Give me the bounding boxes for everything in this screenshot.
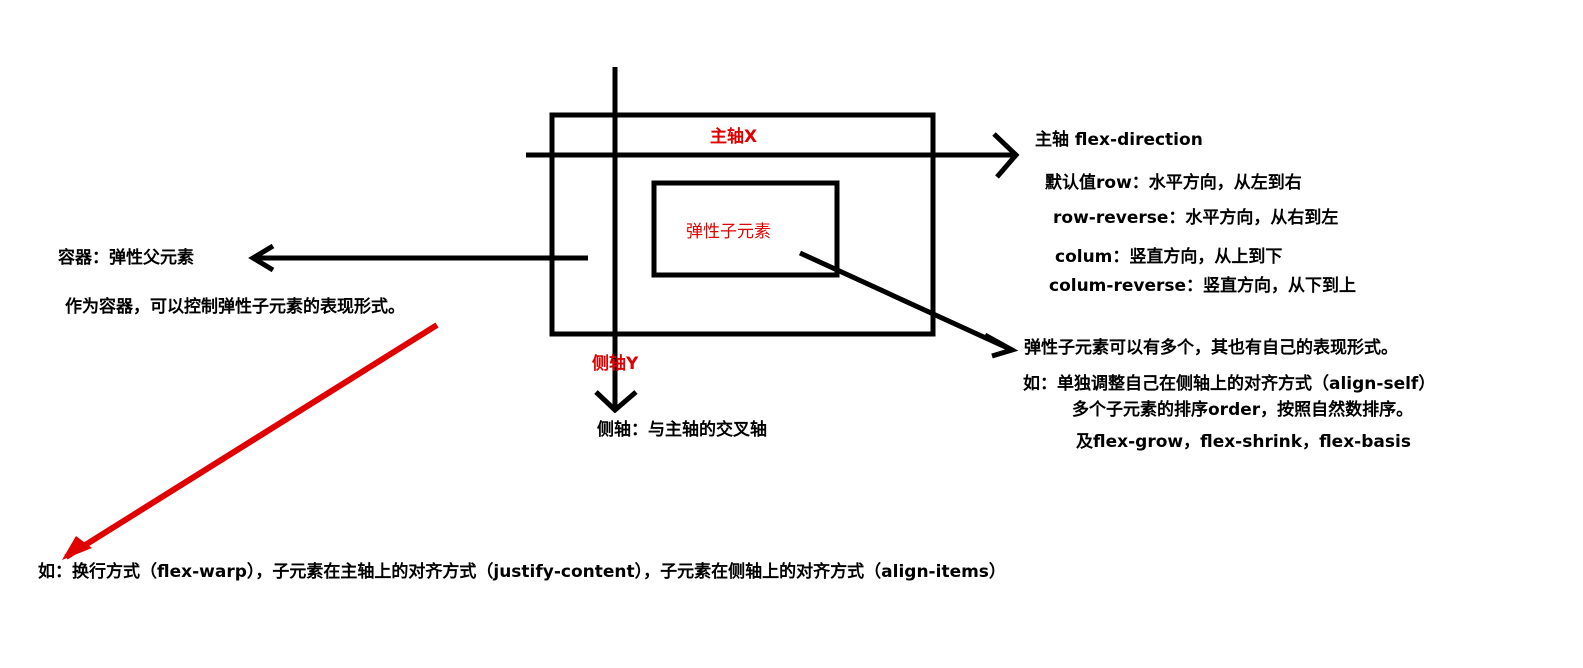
flex-direction-row: 默认值row：水平方向，从左到右 — [1045, 173, 1302, 193]
red-example-arrowhead — [62, 536, 92, 560]
flex-direction-colum: colum：竖直方向，从上到下 — [1055, 247, 1283, 267]
container-title: 容器：弹性父元素 — [58, 248, 194, 268]
child-example-align-self: 如：单独调整自己在侧轴上的对齐方式（align-self） — [1023, 374, 1436, 394]
child-element-label: 弹性子元素 — [686, 222, 771, 242]
cross-axis-description: 侧轴：与主轴的交叉轴 — [597, 420, 767, 440]
child-arrowhead — [983, 332, 1019, 359]
child-example-flex-props: 及flex-grow，flex-shrink，flex-basis — [1076, 432, 1411, 452]
main-axis-arrowhead — [992, 132, 1020, 179]
container-description: 作为容器，可以控制弹性子元素的表现形式。 — [65, 297, 405, 317]
child-element-box — [651, 180, 840, 278]
red-example-arrow-line — [64, 322, 439, 560]
child-arrow-line — [798, 250, 1014, 353]
child-element-title: 弹性子元素可以有多个，其也有自己的表现形式。 — [1024, 338, 1398, 358]
container-example: 如：换行方式（flex-warp），子元素在主轴上的对齐方式（justify-c… — [38, 562, 1006, 582]
flex-direction-colum-reverse: colum-reverse：竖直方向，从下到上 — [1049, 276, 1357, 296]
main-axis-x-label: 主轴X — [710, 127, 758, 147]
flex-direction-row-reverse: row-reverse：水平方向，从右到左 — [1053, 208, 1339, 228]
main-axis-title: 主轴 flex-direction — [1035, 130, 1203, 150]
cross-axis-arrowhead — [594, 390, 638, 414]
cross-axis-y-label: 侧轴Y — [592, 354, 639, 374]
child-example-order: 多个子元素的排序order，按照自然数排序。 — [1072, 400, 1414, 420]
container-box — [549, 112, 936, 337]
container-arrowhead — [248, 243, 275, 273]
